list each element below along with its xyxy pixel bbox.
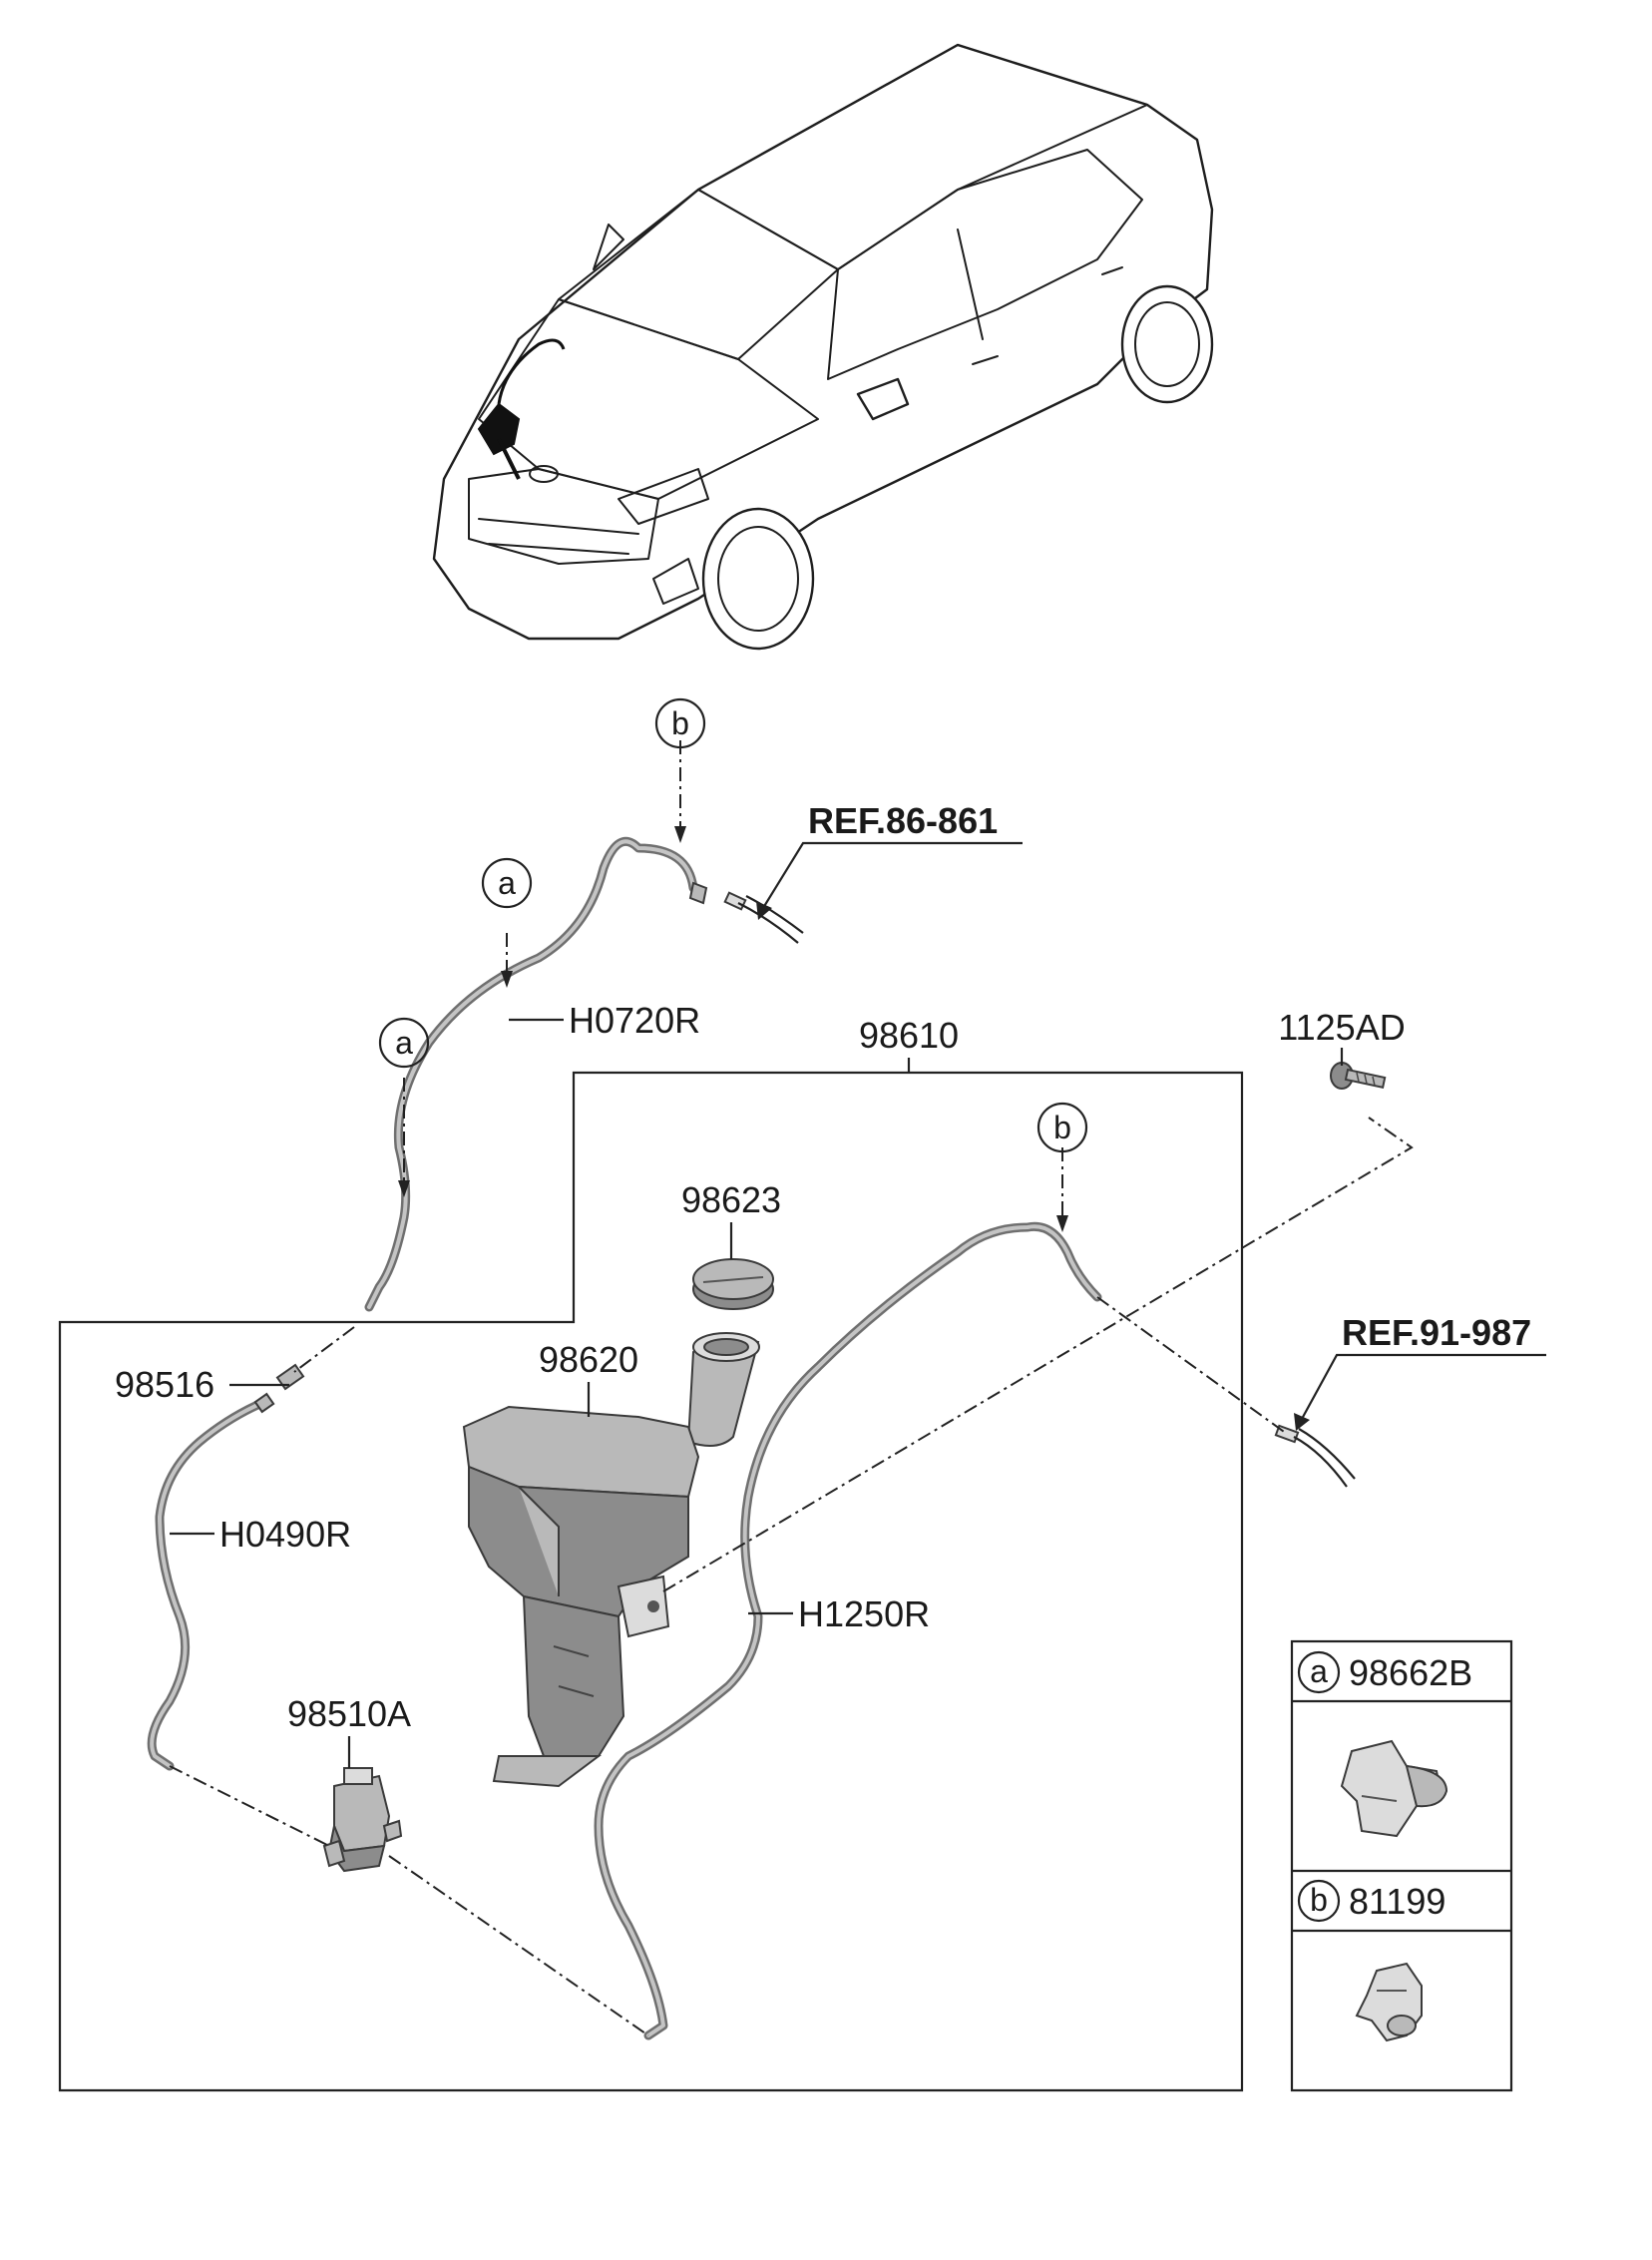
car-illustration (432, 43, 1214, 651)
ref-91-987-label: REF.91-987 (1342, 1312, 1531, 1353)
callout-b-box: b (1036, 1102, 1088, 1153)
legend-a-part: 98662B (1349, 1652, 1472, 1693)
label-98610: 98610 (859, 1015, 959, 1056)
connector-98516-part (253, 1363, 305, 1414)
hose-h1250r (594, 1221, 1102, 2040)
assembly-box (58, 1071, 1244, 2092)
reservoir-98620-part (462, 1332, 760, 1788)
cap-98623-part (692, 1258, 774, 1310)
label-98510a: 98510A (287, 1693, 411, 1734)
hose-h0490r (147, 1397, 269, 1771)
callout-b-top-label: b (671, 705, 689, 741)
leader-lines (170, 841, 1546, 1768)
callout-a-upper: a (481, 857, 533, 909)
callout-b-box-label: b (1053, 1110, 1071, 1145)
label-h1250r: H1250R (798, 1593, 930, 1634)
ref-86-861-label: REF.86-861 (808, 800, 998, 841)
callout-b-top: b (654, 697, 706, 749)
callout-a-upper-label: a (498, 865, 516, 901)
legend-a-key: a (1310, 1653, 1328, 1689)
legend-row-a: a 98662B (1297, 1650, 1472, 1694)
callout-a-lower-label: a (395, 1025, 413, 1061)
legend-row-b: b 81199 (1297, 1879, 1446, 1923)
relation-lines (169, 740, 1414, 2036)
legend-b-key: b (1310, 1882, 1328, 1918)
label-h0720r: H0720R (569, 1000, 700, 1041)
ref-91-987-hose (1274, 1424, 1356, 1488)
label-98620: 98620 (539, 1339, 638, 1380)
hose-h0720r (364, 836, 804, 1312)
clip-81199-part (1355, 1962, 1423, 2042)
label-98623: 98623 (681, 1179, 781, 1220)
label-1125ad: 1125AD (1278, 1007, 1405, 1048)
label-h0490r: H0490R (219, 1514, 351, 1555)
legend-b-part: 81199 (1349, 1881, 1446, 1922)
pump-98510a-part (322, 1767, 403, 1873)
bolt-1125ad-part (1330, 1062, 1387, 1090)
clip-98662b-part (1340, 1739, 1448, 1838)
label-98516: 98516 (115, 1364, 214, 1405)
legend-table: a 98662B b 81199 (1290, 1639, 1513, 2092)
callout-a-lower: a (378, 1017, 430, 1069)
